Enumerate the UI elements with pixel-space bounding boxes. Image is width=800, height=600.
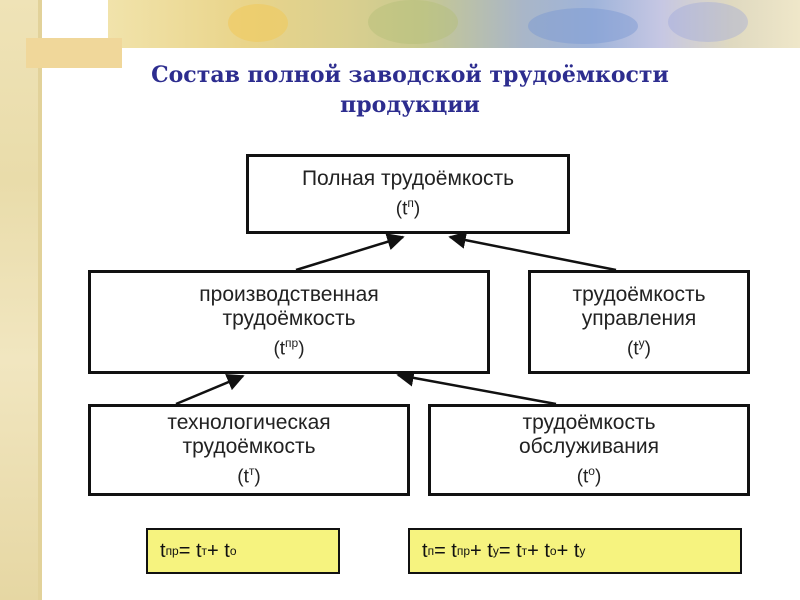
node-management-line2: управления	[581, 306, 697, 330]
node-full-symbol: (tп)	[395, 195, 421, 220]
node-service-line1: трудоёмкость	[522, 410, 656, 434]
node-technological-labor-intensity: технологическая трудоёмкость (tт)	[88, 404, 410, 496]
slide-title-line2: продукции	[340, 92, 480, 118]
decorative-top-banner	[108, 0, 800, 48]
node-production-line2: трудоёмкость	[222, 306, 356, 330]
node-management-labor-intensity: трудоёмкость управления (tу)	[528, 270, 750, 374]
node-production-labor-intensity: производственная трудоёмкость (tпр)	[88, 270, 490, 374]
node-service-symbol: (tо)	[576, 463, 602, 488]
decorative-top-left-block	[26, 38, 122, 68]
node-management-symbol: (tу)	[627, 335, 651, 360]
decorative-left-stripe	[0, 0, 42, 600]
node-management-line1: трудоёмкость	[572, 282, 706, 306]
slide-title-line1: Состав полной заводской трудоёмкости	[151, 62, 669, 88]
node-technological-symbol: (tт)	[237, 463, 261, 488]
node-technological-line2: трудоёмкость	[182, 434, 316, 458]
node-service-labor-intensity: трудоёмкость обслуживания (tо)	[428, 404, 750, 496]
node-production-line1: производственная	[199, 282, 379, 306]
node-production-symbol: (tпр)	[273, 335, 305, 360]
slide-title: Состав полной заводской трудоёмкости про…	[100, 60, 720, 120]
node-service-line2: обслуживания	[518, 434, 660, 458]
node-full-label: Полная трудоёмкость	[301, 166, 515, 190]
node-technological-line1: технологическая	[167, 410, 331, 434]
node-full-labor-intensity: Полная трудоёмкость (tп)	[246, 154, 570, 234]
